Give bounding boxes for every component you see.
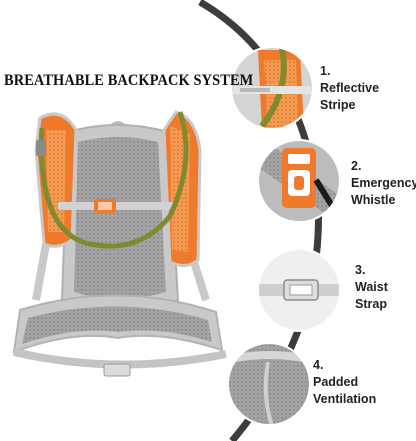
detail-circle-emergency-whistle bbox=[257, 139, 341, 223]
feature-emergency-whistle: 2. Emergency Whistle bbox=[351, 158, 416, 209]
feature-waist-strap: 3. Waist Strap bbox=[355, 262, 405, 313]
backpack-body bbox=[12, 110, 227, 377]
feature-number: 2. bbox=[351, 159, 362, 173]
feature-padded-ventilation: 4. Padded Ventilation bbox=[313, 357, 393, 408]
waist-buckle bbox=[103, 363, 131, 377]
feature-number: 4. bbox=[313, 358, 324, 372]
feature-number: 1. bbox=[320, 64, 331, 78]
feature-number: 3. bbox=[355, 263, 366, 277]
feature-label: Waist Strap bbox=[355, 280, 388, 311]
feature-label: Emergency Whistle bbox=[351, 176, 416, 207]
detail-circle-waist-strap bbox=[257, 248, 341, 332]
detail-circle-reflective-stripe bbox=[230, 46, 314, 130]
hydration-tube bbox=[38, 111, 189, 249]
feature-reflective-stripe: 1. Reflective Stripe bbox=[320, 63, 416, 114]
detail-circle-padded-ventilation bbox=[227, 342, 311, 426]
headline: BREATHABLE BACKPACK SYSTEM bbox=[4, 72, 254, 89]
feature-label: Padded Ventilation bbox=[313, 375, 377, 406]
feature-label: Reflective Stripe bbox=[320, 81, 380, 112]
